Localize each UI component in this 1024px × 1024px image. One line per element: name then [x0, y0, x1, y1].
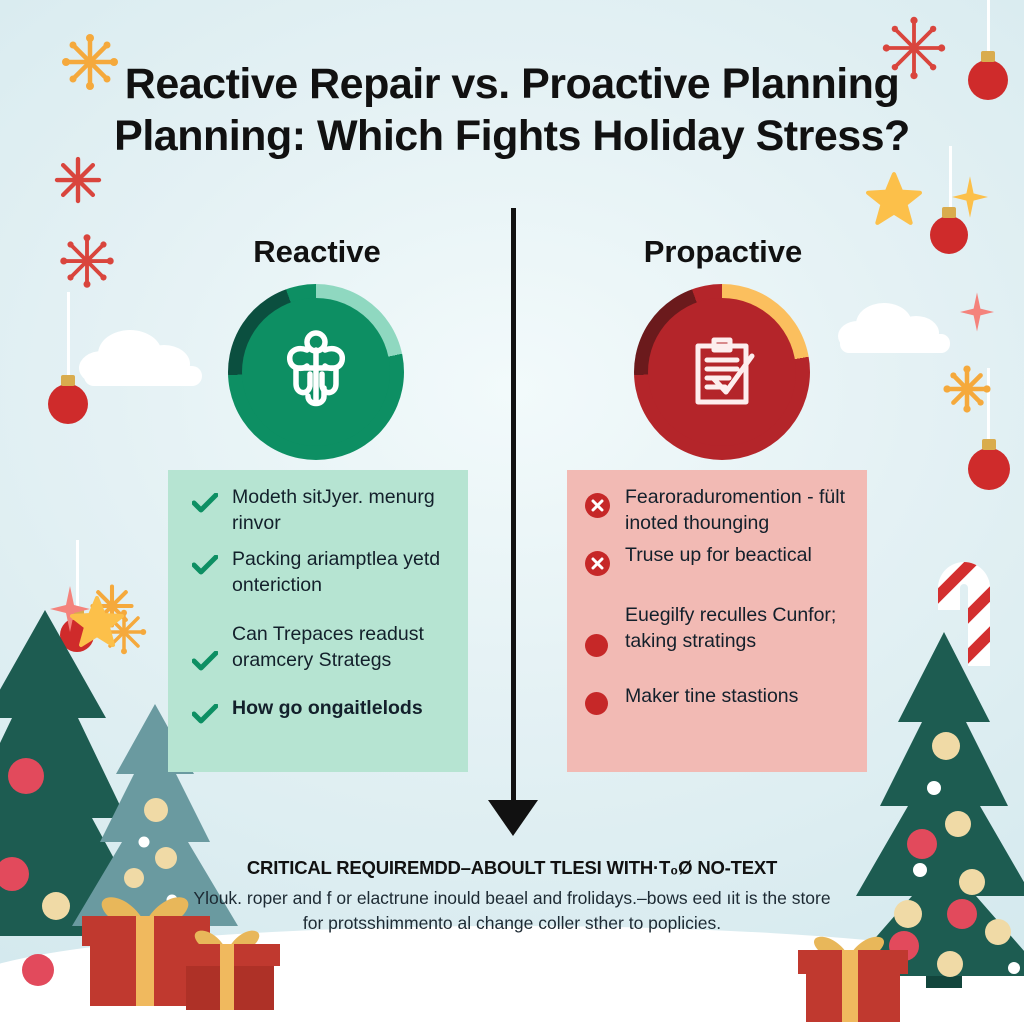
reactive-points-panel: Modeth sitJyer. menurg rinvor Packing ar…: [168, 470, 468, 772]
list-item: Maker tine stastions: [585, 683, 857, 716]
list-item: Fearoraduromention - fült inoted thoungi…: [585, 484, 857, 536]
column-heading-proactive: Propactive: [643, 234, 803, 269]
column-heading-reactive: Reactive: [253, 234, 381, 269]
proactive-item-list: Fearoraduromention - fült inoted thoungi…: [585, 484, 857, 721]
x-circle-icon: [585, 542, 625, 577]
check-icon: [192, 546, 232, 575]
proactive-points-panel: Fearoraduromention - fült inoted thoungi…: [567, 470, 867, 772]
list-item: Can Trepaces readust oramcery Strategs: [192, 621, 458, 673]
list-item-label: Truse up for beactical: [625, 544, 812, 567]
reactive-item-list: Modeth sitJyer. menurg rinvor Packing ar…: [192, 484, 458, 730]
list-item: Truse up for beactical: [585, 542, 857, 577]
list-item-label: Fearoraduromention - fült inoted thoungi…: [625, 486, 846, 534]
list-item: How go ongaitlelods: [192, 695, 458, 724]
footer-note: CRITICAL REQUIREMDD–ABOULT TLESI WITH·T₀…: [182, 857, 842, 937]
list-item: Modeth sitJyer. menurg rinvor: [192, 484, 458, 536]
x-circle-icon: [585, 484, 625, 518]
list-item-label: Packing ariamptlea yetd onteriction: [232, 548, 441, 597]
reactive-donut-badge: [228, 284, 404, 460]
footer-headline: CRITICAL REQUIREMDD–ABOULT TLESI WITH·T₀…: [246, 857, 778, 878]
down-arrow-icon: [488, 800, 538, 836]
list-item-label: Maker tine stastions: [625, 685, 799, 708]
list-item-label: How go ongaitlelods: [232, 697, 423, 720]
check-icon: [192, 484, 232, 513]
list-item-label: Euegilfy reculles Cunfor; taking stratin…: [625, 604, 837, 653]
wrench-tool-icon: [286, 330, 346, 407]
bullet-dot-icon: [585, 683, 625, 716]
list-item: Euegilfy reculles Cunfor; taking stratin…: [585, 602, 857, 658]
list-item-label: Can Trepaces readust oramcery Strategs: [232, 622, 424, 671]
page-title: Reactive Repair vs. Proactive Planning P…: [72, 58, 952, 163]
list-item: Packing ariamptlea yetd onteriction: [192, 546, 458, 598]
bullet-dot-icon: [585, 602, 625, 658]
proactive-donut-badge: [634, 284, 810, 460]
title-line-2: Planning: Which Fights Holiday Stress?: [114, 112, 910, 161]
title-line-1: Reactive Repair vs. Proactive Planning: [124, 60, 900, 108]
list-item-label: Modeth sitJyer. menurg rinvor: [232, 486, 435, 534]
footer-body-line-1: Ylouk. roper and f or elactrune inould b…: [193, 888, 831, 908]
clipboard-check-icon: [695, 337, 755, 405]
center-divider-line: [511, 208, 516, 808]
footer-body-line-2: for protsshimmento al change coller sthe…: [302, 913, 722, 934]
check-icon: [192, 695, 232, 724]
check-icon: [192, 621, 232, 671]
